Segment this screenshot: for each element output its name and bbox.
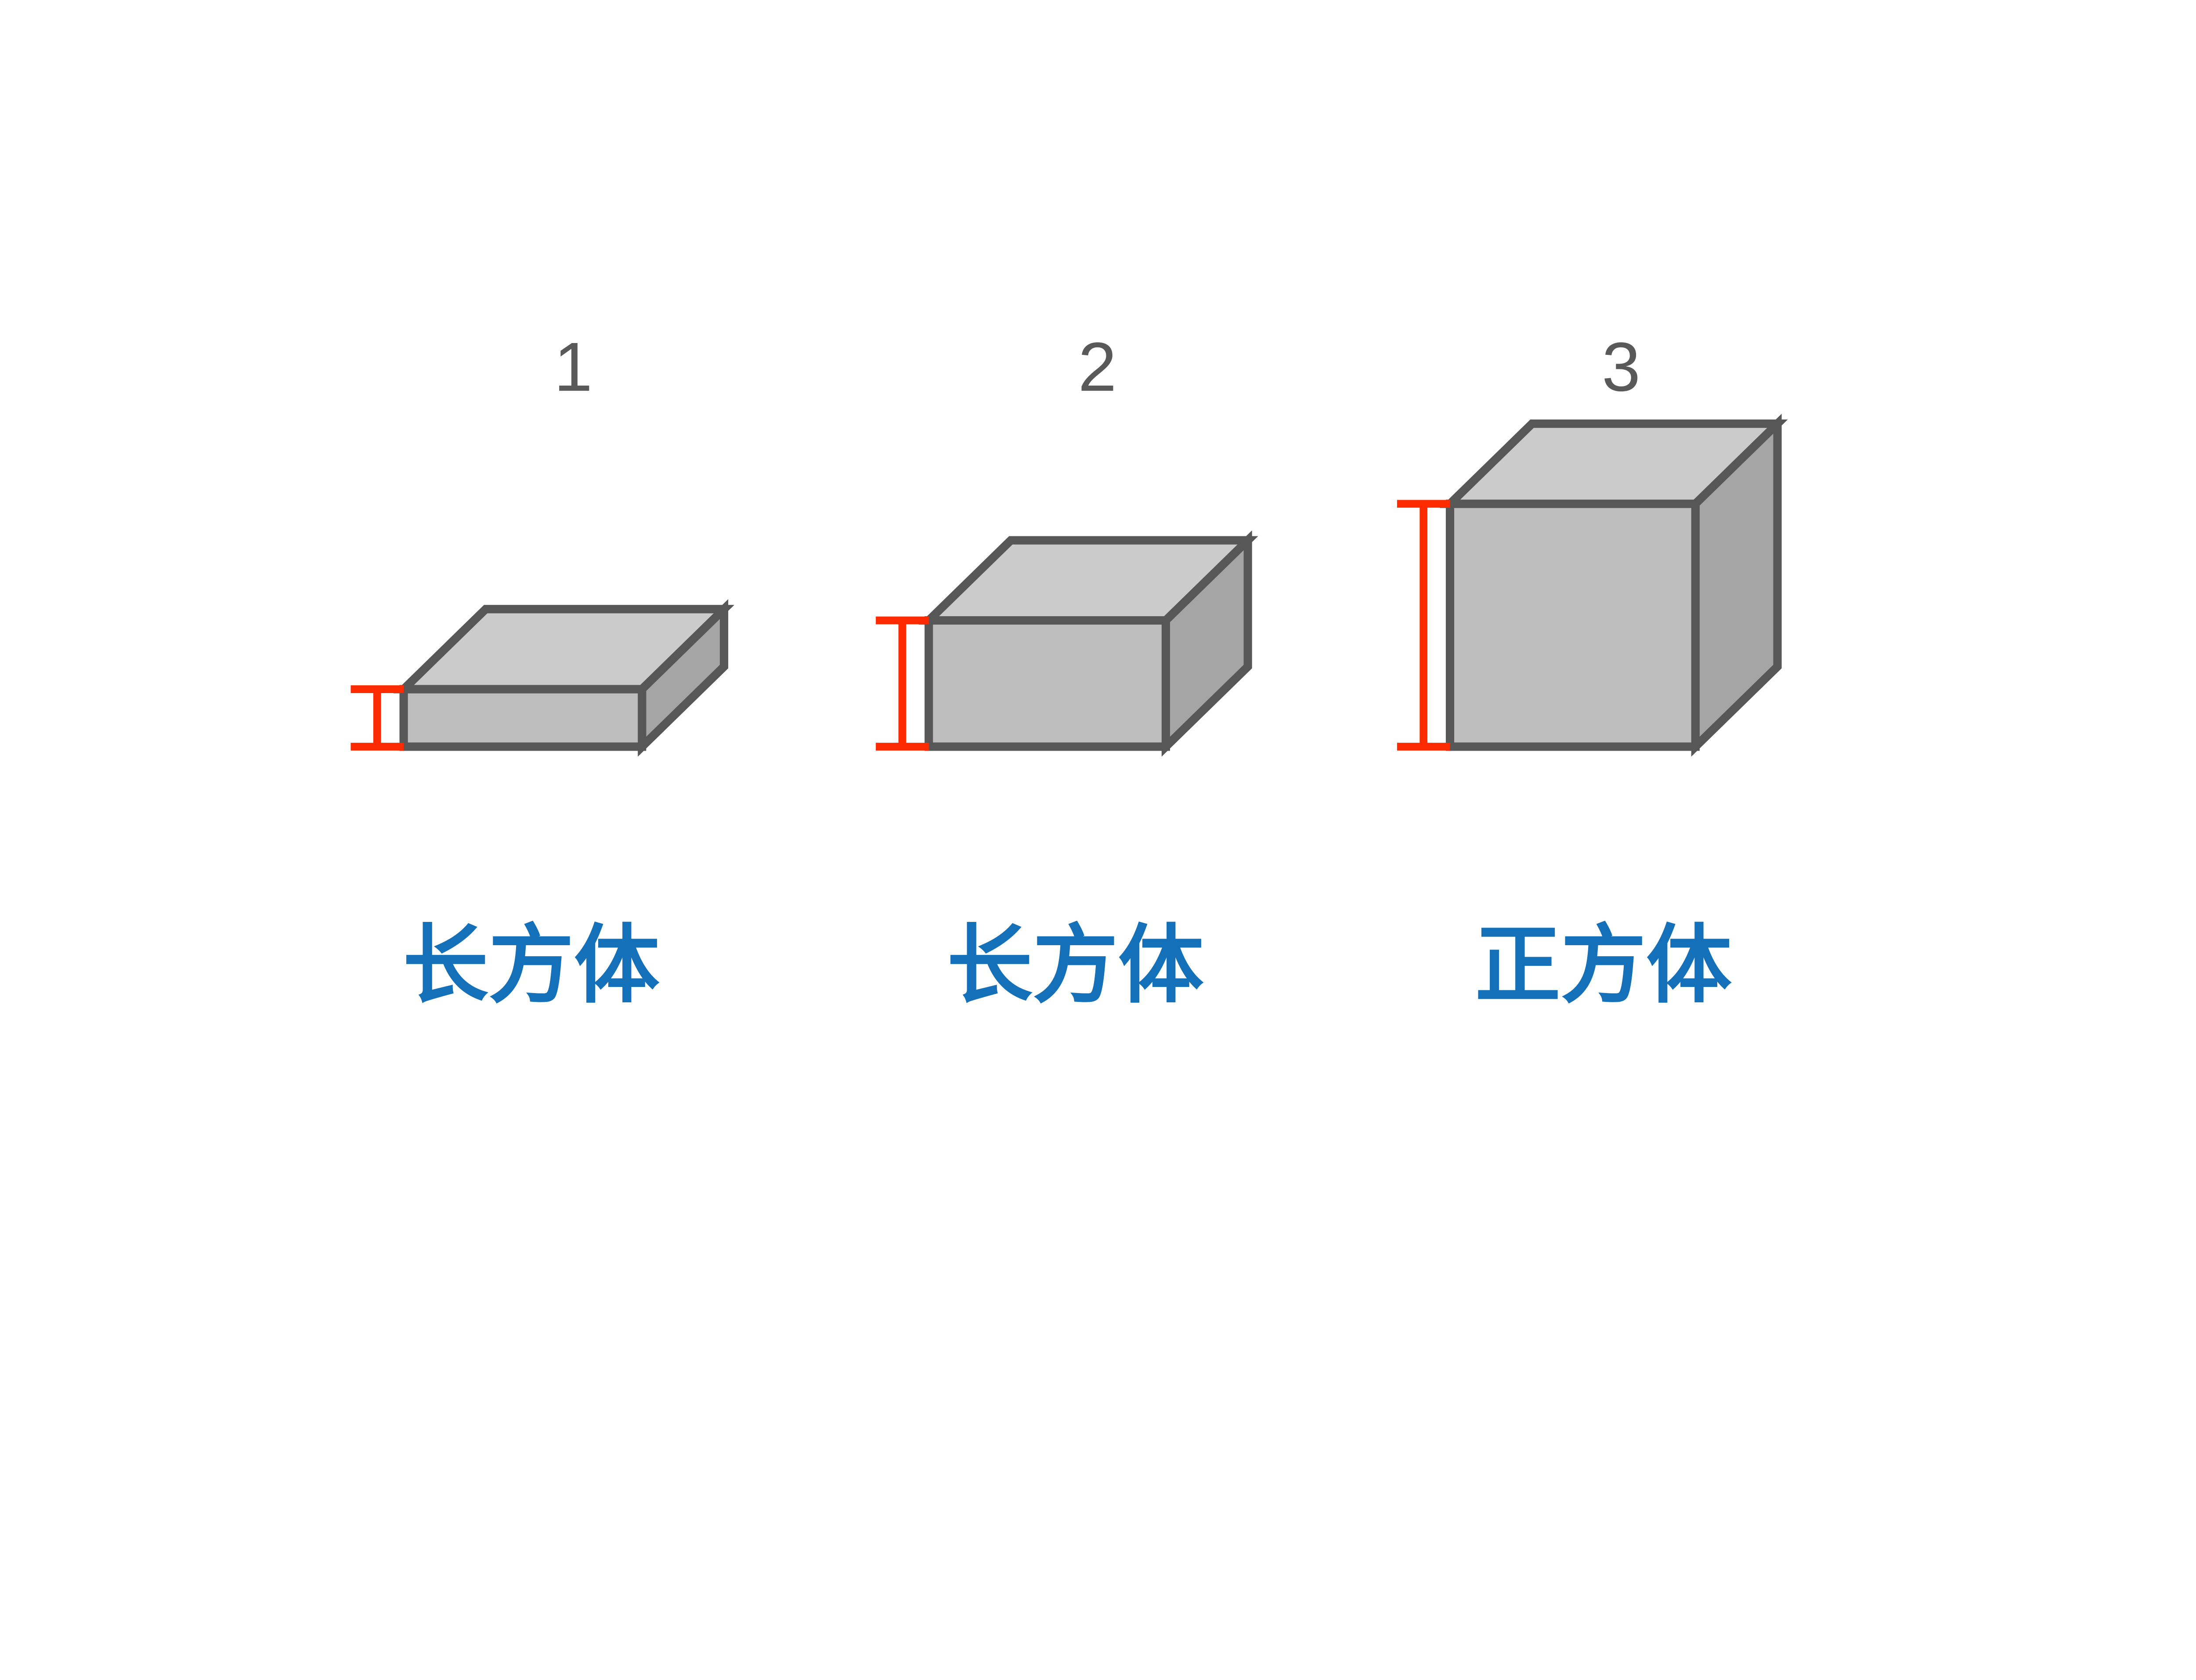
figure-1-label: 长方体 bbox=[403, 918, 660, 1013]
figure-2: 2 长方体 bbox=[876, 329, 1258, 1013]
diagram-canvas: 1 长方体 2 bbox=[350, 328, 1788, 1013]
figure-2-label: 长方体 bbox=[947, 918, 1204, 1013]
figure-3-number: 3 bbox=[1602, 329, 1640, 406]
height-marker-2 bbox=[876, 616, 929, 751]
height-marker-3 bbox=[1397, 500, 1450, 751]
figure-3: 3 正方体 bbox=[1397, 329, 1788, 1013]
figure-2-number: 2 bbox=[1078, 329, 1117, 406]
solids-diagram: 1 长方体 2 bbox=[350, 328, 1788, 1013]
cube-3-front-face bbox=[1445, 499, 1700, 751]
height-marker-1 bbox=[350, 685, 404, 751]
cuboid-1-shape bbox=[393, 599, 735, 757]
figure-1-number: 1 bbox=[554, 329, 592, 406]
cuboid-2-shape bbox=[918, 530, 1258, 757]
cuboid-1-front-face bbox=[399, 685, 647, 751]
figure-3-label: 正方体 bbox=[1475, 918, 1732, 1013]
figure-1: 1 长方体 bbox=[350, 329, 735, 1013]
cuboid-2-front-face bbox=[925, 616, 1170, 751]
cube-3-shape bbox=[1439, 414, 1788, 757]
